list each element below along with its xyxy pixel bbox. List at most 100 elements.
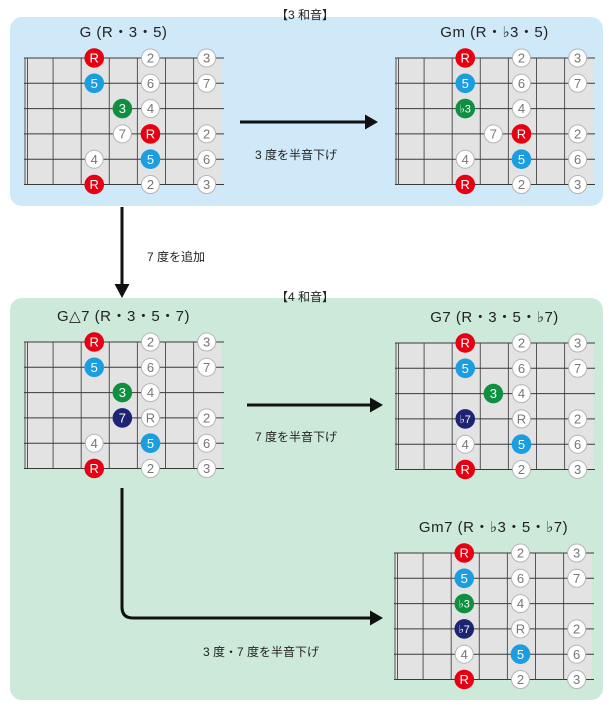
note-circle — [84, 48, 105, 68]
note-dot-other: 4 — [510, 594, 530, 614]
note-circle — [140, 149, 161, 169]
note-label: 6 — [147, 76, 154, 91]
note-circle — [454, 644, 474, 664]
note-circle — [84, 73, 105, 94]
note-label: ♭7 — [459, 624, 470, 636]
note-dot-other: 6 — [197, 433, 217, 453]
note-circle — [510, 670, 530, 689]
note-dot-other: 2 — [511, 48, 531, 68]
arrow-label-flat-seventh: 7 度を半音下げ — [255, 430, 338, 444]
arrow-label-flat-third: 3 度を半音下げ — [255, 148, 338, 162]
note-circle — [454, 669, 475, 690]
section-header-triads: 【3 和音】 — [275, 8, 334, 22]
note-dot-other: 4 — [454, 644, 474, 664]
note-label: 5 — [462, 361, 469, 376]
note-label: 7 — [574, 76, 581, 91]
note-dot-other: 7 — [197, 73, 217, 93]
note-dot-root: R — [84, 48, 105, 68]
note-dot-other: 7 — [112, 124, 132, 144]
note-dot-other: R — [140, 408, 160, 428]
note-label: 2 — [147, 177, 154, 192]
note-label: 4 — [147, 101, 154, 116]
note-dot-root: R — [84, 458, 105, 479]
note-label: 3 — [574, 462, 581, 477]
note-dot-other: 6 — [140, 357, 160, 377]
note-circle — [455, 149, 475, 169]
note-label: 2 — [518, 177, 525, 192]
note-dot-other: 6 — [568, 149, 588, 169]
note-label: 4 — [518, 101, 525, 116]
note-label: 6 — [518, 361, 525, 376]
note-circle — [197, 459, 217, 478]
note-label: R — [146, 411, 155, 426]
note-circle — [511, 333, 531, 353]
note-dot-root: R — [455, 333, 476, 353]
note-circle — [140, 357, 160, 377]
note-dot-other: 2 — [568, 409, 588, 429]
note-label: 7 — [119, 411, 126, 426]
note-dot-other: 2 — [197, 124, 217, 144]
note-dot-fifth: 5 — [454, 568, 475, 589]
note-circle — [567, 644, 587, 664]
note-circle — [84, 433, 104, 453]
note-label: 6 — [517, 571, 524, 586]
note-dot-root: R — [84, 174, 105, 195]
note-label: 5 — [147, 436, 154, 451]
note-label: 6 — [574, 437, 581, 452]
note-circle — [455, 459, 476, 480]
chord-title: G7 (R・3・5・♭7) — [430, 309, 559, 326]
note-dot-root: R — [455, 459, 476, 480]
note-dot-other: 3 — [197, 48, 217, 68]
note-label: R — [461, 336, 470, 351]
note-dot-other: 4 — [455, 149, 475, 169]
note-circle — [197, 332, 217, 352]
note-circle — [511, 99, 531, 119]
note-label: 3 — [573, 672, 580, 687]
note-label: 2 — [147, 461, 154, 476]
note-label: R — [90, 461, 99, 476]
note-label: 2 — [517, 672, 524, 687]
note-dot-fifth: 5 — [511, 149, 532, 169]
note-dot-other: 2 — [140, 459, 160, 478]
note-dot-other: 3 — [568, 48, 588, 68]
note-circle — [568, 175, 588, 194]
note-circle — [140, 73, 160, 93]
note-dot-seventh: ♭7 — [455, 409, 476, 429]
note-dot-other: 3 — [197, 459, 217, 478]
note-label: 3 — [119, 101, 126, 116]
note-dot-other: 3 — [197, 332, 217, 352]
note-circle — [455, 434, 475, 454]
note-circle — [511, 409, 531, 429]
note-circle — [567, 568, 587, 588]
note-label: 2 — [574, 412, 581, 427]
note-dot-third: ♭3 — [455, 98, 476, 119]
note-dot-root: R — [140, 124, 161, 144]
note-circle — [568, 460, 588, 479]
note-dot-other: 3 — [568, 175, 588, 194]
note-circle — [454, 568, 475, 589]
note-label: 3 — [203, 51, 210, 66]
note-label: 5 — [147, 152, 154, 167]
note-label: 4 — [517, 596, 524, 611]
note-dot-other: 3 — [567, 543, 587, 563]
note-dot-other: 3 — [567, 670, 587, 689]
note-dot-other: 6 — [568, 434, 588, 454]
fretboard-background — [25, 58, 222, 185]
note-label: 6 — [573, 647, 580, 662]
note-circle — [568, 48, 588, 68]
note-circle — [568, 434, 588, 454]
note-label: 4 — [147, 385, 154, 400]
note-circle — [511, 124, 532, 144]
fretboard-background — [395, 553, 592, 680]
fretboard-background — [396, 343, 593, 470]
note-circle — [140, 332, 160, 352]
note-label: 3 — [573, 546, 580, 561]
note-dot-other: 3 — [568, 333, 588, 353]
note-circle — [197, 357, 217, 377]
note-circle — [510, 543, 530, 563]
note-label: ♭7 — [460, 414, 471, 426]
